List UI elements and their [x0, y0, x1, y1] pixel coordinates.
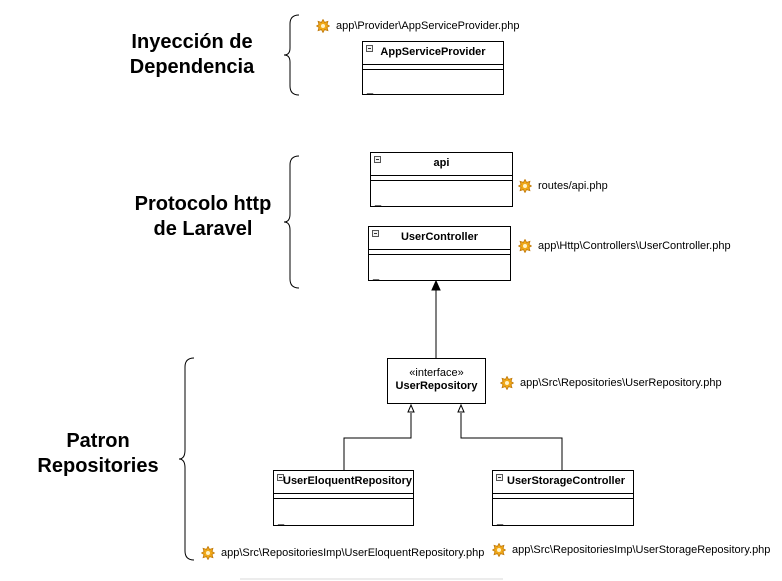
file-path-user-repository[interactable]: app\Src\Repositories\UserRepository.php — [500, 376, 722, 390]
attributes-compartment — [371, 176, 512, 181]
php-file-icon — [500, 376, 514, 390]
attributes-compartment — [274, 494, 413, 499]
file-path-api[interactable]: routes/api.php — [518, 179, 608, 193]
class-header: UserController — [369, 227, 510, 250]
collapse-icon[interactable] — [366, 45, 373, 52]
uml-class-api[interactable]: api _ — [370, 152, 513, 207]
section-label-line: Protocolo http — [134, 193, 272, 215]
attributes-compartment — [369, 250, 510, 255]
operations-placeholder: _ — [373, 269, 380, 281]
php-file-icon — [492, 543, 506, 557]
php-file-icon — [201, 546, 215, 560]
class-name: AppServiceProvider — [380, 46, 486, 58]
uml-interface-user-repository[interactable]: «interface» UserRepository — [387, 358, 486, 404]
collapse-icon[interactable] — [496, 474, 503, 481]
class-header: AppServiceProvider — [363, 42, 503, 65]
php-file-icon — [316, 19, 330, 33]
uml-class-user-controller[interactable]: UserController _ — [368, 226, 511, 281]
class-header: api — [371, 153, 512, 176]
attributes-compartment — [493, 494, 633, 499]
uml-class-user-storage-controller[interactable]: UserStorageController _ — [492, 470, 634, 526]
dependency-arrow-head — [431, 279, 441, 291]
class-header: UserEloquentRepository — [274, 471, 413, 494]
operations-compartment: _ — [369, 255, 510, 282]
operations-compartment: _ — [274, 499, 413, 527]
attributes-compartment — [363, 65, 503, 70]
class-name: UserEloquentRepository — [283, 475, 412, 487]
class-name: api — [433, 157, 450, 169]
uml-class-user-eloquent-repository[interactable]: UserEloquentRepository _ — [273, 470, 414, 526]
file-path-user-storage-repository[interactable]: app\Src\RepositoriesImp\UserStorageRepos… — [492, 543, 770, 557]
section-label-line: Repositories — [37, 455, 159, 477]
uml-class-app-service-provider[interactable]: AppServiceProvider _ — [362, 41, 504, 95]
interface-stereotype: «interface» — [409, 367, 464, 379]
operations-compartment: _ — [371, 181, 512, 208]
section-label-line: Patron — [66, 430, 130, 452]
file-path-text: app\Provider\AppServiceProvider.php — [336, 20, 520, 32]
operations-compartment: _ — [493, 499, 633, 527]
collapse-icon[interactable] — [374, 156, 381, 163]
interface-name: UserRepository — [395, 380, 478, 392]
collapse-icon[interactable] — [277, 474, 284, 481]
class-name: UserController — [400, 231, 479, 243]
realization-arrow-head-eloquent — [407, 403, 415, 413]
section-label-repository-pattern: Patron Repositories — [28, 429, 168, 479]
file-path-app-service-provider[interactable]: app\Provider\AppServiceProvider.php — [316, 19, 519, 33]
file-path-text: routes/api.php — [538, 180, 608, 192]
file-path-text: app\Http\Controllers\UserController.php — [538, 240, 731, 252]
operations-placeholder: _ — [367, 83, 374, 95]
operations-placeholder: _ — [497, 514, 504, 526]
file-path-text: app\Src\Repositories\UserRepository.php — [520, 377, 722, 389]
section-label-line: Inyección de — [131, 31, 253, 53]
brace-http-protocol — [283, 155, 300, 289]
realization-line-storage — [460, 413, 563, 470]
operations-compartment: _ — [363, 70, 503, 96]
php-file-icon — [518, 179, 532, 193]
brace-dependency-injection — [283, 14, 300, 96]
php-file-icon — [518, 239, 532, 253]
realization-line-eloquent — [343, 413, 412, 470]
operations-placeholder: _ — [375, 195, 382, 207]
section-label-dependency-injection: Inyección de Dependencia — [118, 30, 266, 80]
section-label-http-protocol: Protocolo http de Laravel — [122, 192, 284, 242]
collapse-icon[interactable] — [372, 230, 379, 237]
section-label-line: Dependencia — [129, 56, 255, 78]
file-path-text: app\Src\RepositoriesImp\UserStorageRepos… — [512, 544, 771, 556]
file-path-user-controller[interactable]: app\Http\Controllers\UserController.php — [518, 239, 731, 253]
realization-arrow-head-storage — [457, 403, 465, 413]
file-path-text: app\Src\RepositoriesImp\UserEloquentRepo… — [221, 547, 485, 559]
class-name: UserStorageController — [507, 475, 625, 487]
section-label-line: de Laravel — [153, 218, 253, 240]
brace-repository-pattern — [178, 357, 195, 561]
operations-placeholder: _ — [278, 514, 285, 526]
file-path-user-eloquent-repository[interactable]: app\Src\RepositoriesImp\UserEloquentRepo… — [201, 546, 484, 560]
class-header: UserStorageController — [493, 471, 633, 494]
